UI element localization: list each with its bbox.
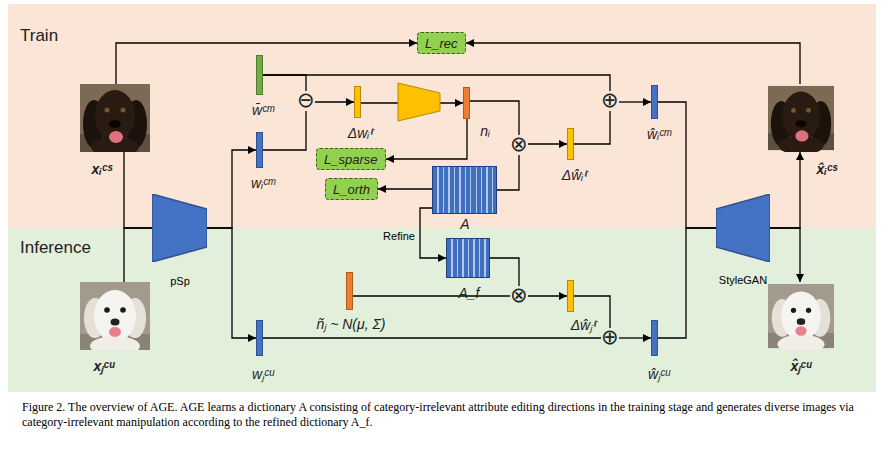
vector-bar: ŵᵢᶜᵐ — [651, 85, 658, 119]
caption-text: Figure 2. The overview of AGE. AGE learn… — [22, 400, 864, 430]
operator-circle: ⊗ — [510, 135, 528, 155]
loss-name: L_orth — [333, 182, 370, 197]
operator-circle: ⊗ — [510, 286, 528, 306]
connector — [207, 228, 256, 338]
connector — [263, 75, 610, 91]
connector — [386, 119, 467, 159]
vector-bar: ŵⱼᶜᵘ — [651, 320, 658, 356]
connector — [619, 337, 651, 338]
connector — [574, 111, 610, 144]
node-label: A — [460, 216, 469, 232]
node-label: nᵢ — [480, 123, 490, 139]
trapezoid-outline — [716, 194, 770, 262]
stage-heading: Train — [20, 26, 58, 46]
image-sample: x̂ⱼᶜᵘ — [768, 282, 834, 350]
node-label: Δŵᵢⁱʳ — [562, 165, 588, 184]
connector — [378, 188, 432, 189]
connector — [124, 228, 152, 282]
node-label: ñⱼ ~ N(μ, Σ) — [316, 314, 385, 333]
edge-label-text: Refine — [383, 230, 415, 242]
connector — [263, 75, 306, 91]
dictionary-matrix: A — [432, 166, 497, 214]
operator-circle: ⊖ — [297, 91, 315, 111]
node-label: w̄ᶜᵐ — [252, 102, 274, 118]
network-block: pSp — [152, 194, 207, 262]
vector-bar: Δwᵢⁱʳ — [354, 86, 361, 118]
loss-box: L_orth — [325, 178, 378, 200]
operator-symbol: ⊖ — [297, 91, 315, 109]
loss-name: L_sparse — [324, 152, 377, 167]
node-label: wⱼᶜᵘ — [252, 364, 274, 383]
dog-photo — [768, 86, 834, 155]
node-label: StyleGAN — [719, 274, 767, 286]
node-label: x̂ᵢᶜˢ — [816, 161, 837, 177]
node-label: xⱼᶜᵘ — [93, 356, 114, 375]
vector-bar: w̄ᶜᵐ — [256, 55, 263, 95]
node-label: pSp — [170, 275, 190, 287]
vector-bar: ñⱼ ~ N(μ, Σ) — [346, 272, 353, 310]
operator-circle: ⊕ — [601, 328, 619, 348]
node-label: x̂ⱼᶜᵘ — [790, 356, 811, 375]
connector — [658, 102, 716, 228]
connector — [497, 155, 519, 190]
train-ground — [8, 4, 876, 228]
trapezoid-shape — [716, 194, 770, 262]
trapezoid-outline — [152, 194, 207, 262]
connector — [619, 101, 651, 102]
loss-box: L_sparse — [316, 148, 386, 170]
figure-caption: Figure 2. The overview of AGE. AGE learn… — [22, 400, 864, 430]
connector — [770, 228, 800, 282]
dictionary-matrix: A_f — [446, 238, 490, 278]
image-sample: xᵢᶜˢ — [80, 84, 150, 152]
connector — [420, 208, 446, 258]
stage-heading: Inference — [20, 238, 91, 258]
dog-photo — [80, 84, 150, 157]
node-label: ŵᵢᶜᵐ — [647, 126, 671, 142]
connector — [124, 152, 152, 228]
connector — [353, 295, 510, 296]
network-block: StyleGAN — [716, 194, 770, 262]
dog-photo — [80, 282, 150, 356]
connector — [466, 43, 800, 84]
connector — [490, 258, 519, 286]
connector — [207, 150, 256, 228]
connector — [658, 228, 716, 338]
node-label: ŵⱼᶜᵘ — [648, 364, 670, 383]
connector — [315, 101, 354, 102]
trapezoid-shape — [152, 194, 207, 262]
node-label: wᵢᶜᵐ — [251, 175, 275, 191]
loss-box: L_rec — [417, 32, 466, 54]
connector — [470, 101, 519, 135]
node-label: A_f — [458, 285, 479, 301]
operator-symbol: ⊕ — [601, 91, 619, 109]
connector — [116, 43, 417, 84]
dog-photo — [768, 284, 834, 354]
operator-symbol: ⊕ — [601, 328, 619, 346]
connector — [263, 337, 601, 338]
vector-bar: wⱼᶜᵘ — [256, 320, 263, 356]
connector — [528, 143, 567, 144]
vector-bar: Δŵⱼⁱʳ — [567, 280, 574, 312]
image-sample: x̂ᵢᶜˢ — [768, 84, 834, 152]
image-sample: xⱼᶜᵘ — [80, 282, 150, 350]
operator-symbol: ⊗ — [510, 135, 528, 153]
vector-bar: nᵢ — [463, 87, 470, 119]
stage-band: TrainL_rec xᵢᶜˢ w̄ᶜᵐ wᵢᶜᵐ ⊖ Δwᵢⁱʳ nᵢ ⊕ ŵᵢᶜᵐ x̂ᵢᶜˢ… — [8, 4, 876, 228]
node-label: Δwᵢⁱʳ — [348, 123, 374, 142]
loss-name: L_rec — [425, 36, 458, 51]
node-label: Δŵⱼⁱʳ — [571, 315, 598, 334]
mapping-network — [398, 83, 440, 121]
node-label: xᵢᶜˢ — [91, 161, 112, 177]
operator-symbol: ⊗ — [510, 286, 528, 304]
vector-bar: Δŵᵢⁱʳ — [567, 128, 574, 160]
vector-bar: wᵢᶜᵐ — [256, 132, 263, 168]
connector — [528, 295, 567, 296]
connector — [770, 152, 800, 228]
stage-band: Inference xⱼᶜᵘ A_f ñⱼ ~ N(μ, Σ) ⊗ Δŵⱼⁱʳ wⱼᶜᵘ ⊕ ŵ… — [8, 228, 876, 392]
operator-circle: ⊕ — [601, 91, 619, 111]
